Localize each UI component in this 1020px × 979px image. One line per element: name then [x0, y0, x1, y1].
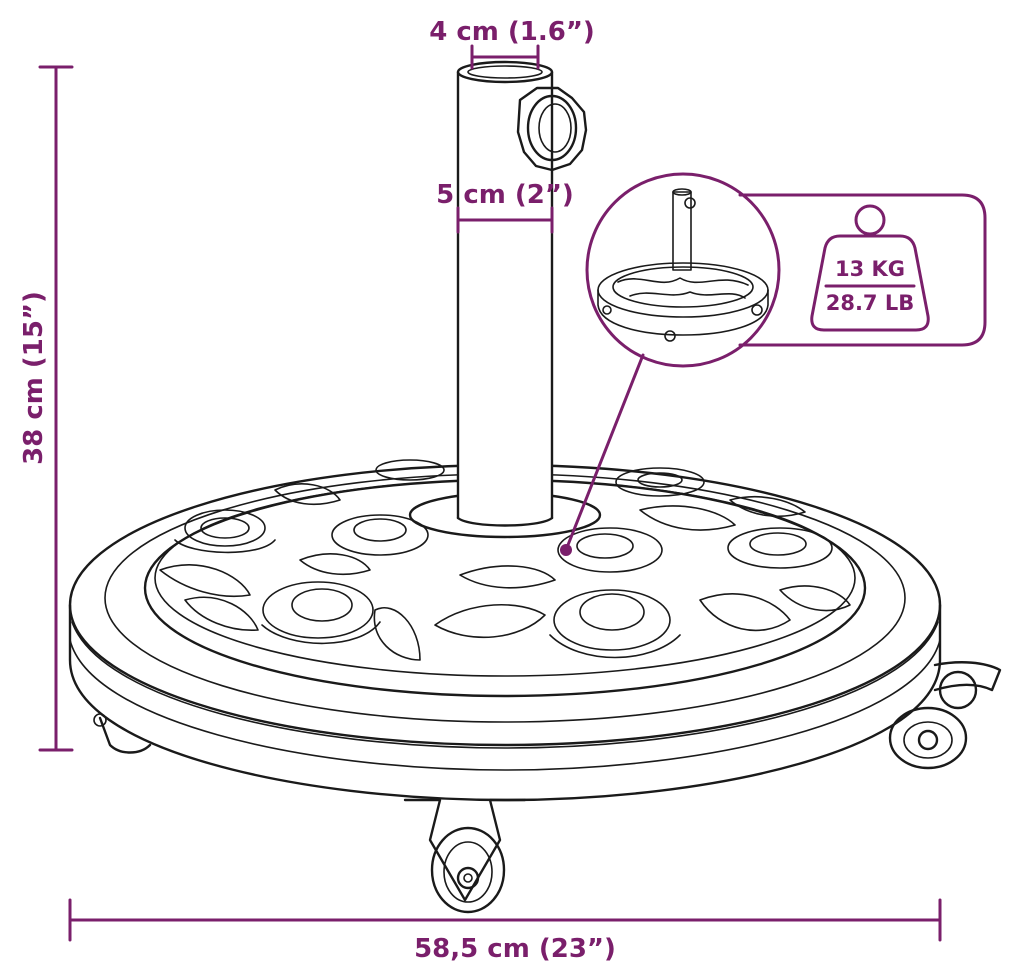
left-wheel	[93, 713, 152, 754]
weight-lb-label: 28.7 LB	[826, 291, 915, 315]
rose-2	[261, 581, 381, 645]
dimension-tube-inner: 4 cm (1.6”)	[429, 17, 595, 70]
rose-4	[557, 527, 663, 573]
height-label: 38 cm (15”)	[19, 291, 49, 465]
weight-callout: 13 KG 28.7 LB	[560, 172, 987, 556]
rose-1	[174, 509, 276, 554]
tube-outer-label: 5 cm (2”)	[436, 180, 574, 210]
rose-5	[549, 589, 681, 659]
weight-kg-label: 13 KG	[835, 257, 905, 281]
rose-7	[615, 467, 705, 497]
rose-6	[727, 527, 833, 569]
front-wheel	[403, 798, 527, 914]
tube-inner-label: 4 cm (1.6”)	[429, 17, 595, 47]
dimension-height: 38 cm (15”)	[19, 65, 74, 752]
dimension-width: 58,5 cm (23”)	[68, 898, 942, 964]
weight-icon: 13 KG 28.7 LB	[810, 204, 930, 332]
dimension-tube-outer: 5 cm (2”)	[436, 180, 574, 234]
right-wheel	[888, 661, 1002, 770]
rose-3	[331, 514, 429, 556]
rose-8	[375, 459, 445, 481]
base-thumbnail	[597, 188, 769, 342]
rose-relief-pattern	[159, 459, 851, 661]
pole	[408, 60, 602, 539]
knob-icon	[516, 86, 588, 172]
width-label: 58,5 cm (23”)	[414, 934, 616, 964]
